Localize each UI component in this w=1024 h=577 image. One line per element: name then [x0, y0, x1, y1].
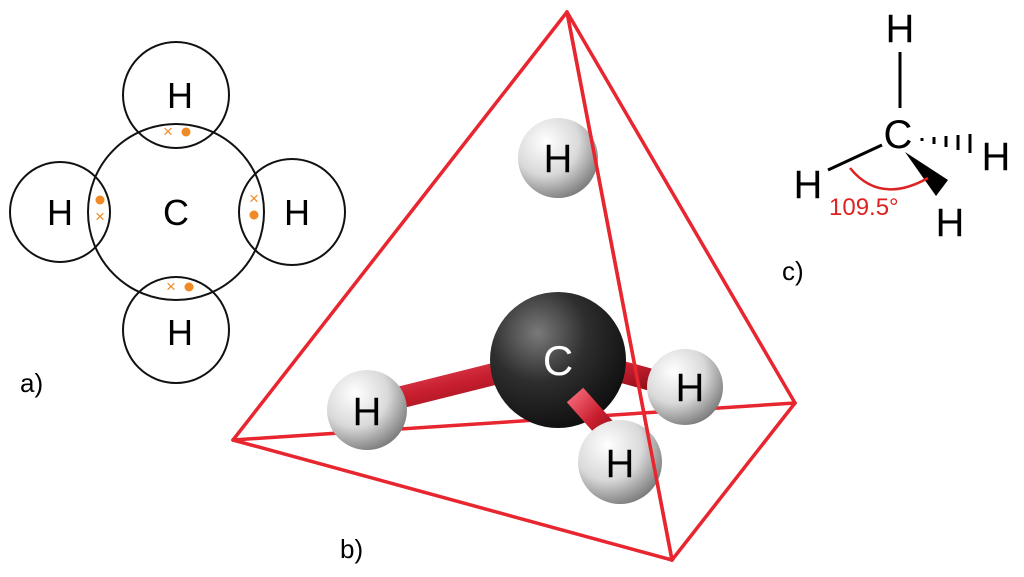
- tetrahedron-front-edge: [565, 10, 674, 562]
- carbon-sphere: C: [490, 292, 626, 428]
- shared-pair-right: ×: [249, 189, 259, 220]
- hydrogen-shell-right: [238, 158, 346, 266]
- bond-plain-left: [827, 143, 883, 172]
- shared-pair-top: ×: [163, 122, 191, 141]
- atom-label-hydrogen-top: H: [167, 75, 193, 116]
- svg-text:H: H: [606, 442, 635, 486]
- hydrogen-sphere-right: H: [647, 349, 723, 425]
- carbon-shell: [87, 123, 265, 301]
- panel-c-wedge-dash-structure: C H H H H 109.5° c): [782, 7, 1010, 286]
- hydrogen-shell-top: [122, 41, 230, 149]
- panel-label-a: a): [20, 368, 43, 398]
- atom-label-hydrogen-left: H: [47, 192, 73, 233]
- atom-label-hydrogen-bottom: H: [167, 312, 193, 353]
- panel-b-tetrahedral-model: H H C H H b): [231, 10, 797, 564]
- electron-dot: [249, 210, 259, 220]
- panel-label-b: b): [340, 534, 363, 564]
- electron-cross: ×: [95, 207, 105, 226]
- electron-cross: ×: [249, 189, 259, 208]
- shared-pair-left: ×: [95, 195, 105, 226]
- electron-dot: [95, 195, 105, 205]
- bond-hashed-right: [920, 134, 972, 153]
- electron-cross: ×: [163, 122, 173, 141]
- svg-text:C: C: [543, 337, 573, 384]
- panel-a-dot-cross-diagram: C H H H H × × × × a): [9, 41, 346, 398]
- hydrogen-sphere-front: H: [578, 420, 662, 504]
- bond-wedge-front: [905, 152, 948, 196]
- svg-text:H: H: [544, 137, 573, 181]
- atom-label-hydrogen-top: H: [886, 7, 915, 51]
- atom-label-hydrogen-right: H: [284, 192, 310, 233]
- hydrogen-shell-bottom: [122, 276, 230, 384]
- hydrogen-shell-left: [9, 161, 111, 263]
- electron-dot: [181, 127, 191, 137]
- hydrogen-sphere-top: H: [518, 118, 598, 198]
- atom-label-hydrogen-front: H: [936, 201, 965, 245]
- svg-text:H: H: [676, 366, 705, 410]
- electron-dot: [184, 282, 194, 292]
- hydrogen-sphere-left: H: [327, 370, 407, 450]
- tetrahedron-frame: [231, 10, 797, 562]
- electron-cross: ×: [166, 277, 176, 296]
- bond-angle-arc: [849, 167, 929, 191]
- atom-label-carbon: C: [884, 113, 913, 157]
- atom-label-hydrogen-right: H: [982, 135, 1011, 179]
- svg-text:H: H: [353, 390, 382, 434]
- atom-label-hydrogen-left: H: [794, 163, 823, 207]
- atom-label-carbon: C: [163, 192, 189, 233]
- bond-angle-label: 109.5°: [829, 194, 899, 221]
- panel-label-c: c): [782, 256, 804, 286]
- shared-pair-bottom: ×: [166, 277, 194, 296]
